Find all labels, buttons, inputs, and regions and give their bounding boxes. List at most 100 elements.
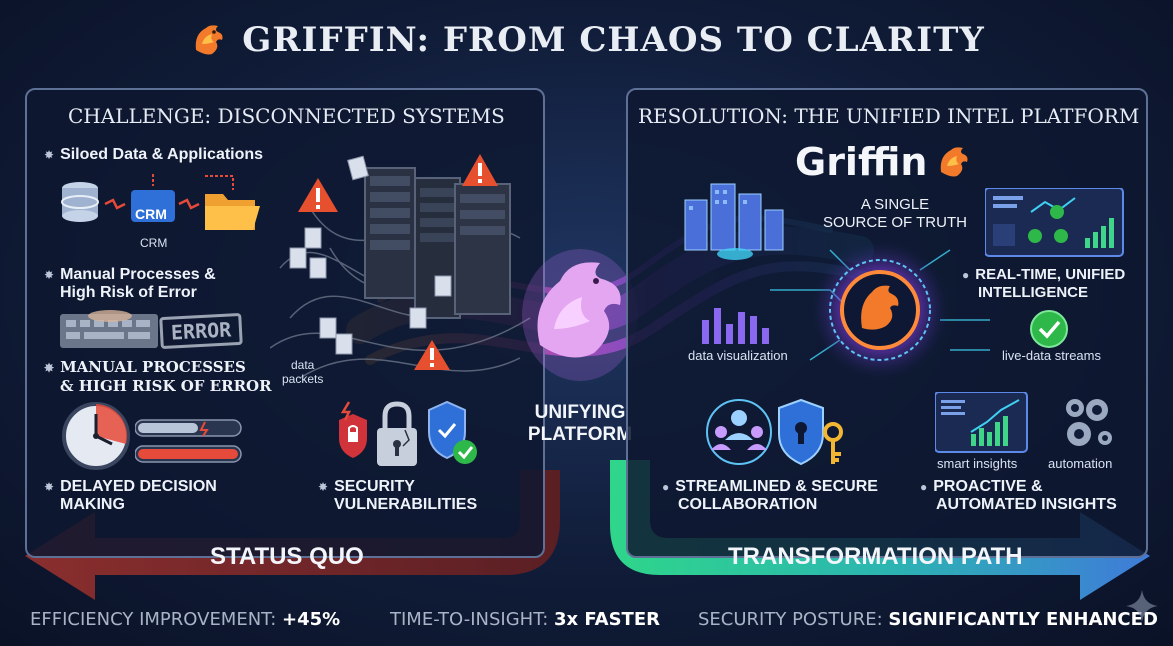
folder-icon	[205, 194, 260, 230]
shield-icon	[428, 400, 466, 460]
bullet-icon: ●	[962, 268, 970, 282]
lightning-icon	[340, 401, 352, 421]
security-value: SIGNIFICANTLY ENHANCED	[888, 609, 1158, 630]
server-rack-icon	[364, 167, 416, 299]
bar-chart-icon	[702, 308, 769, 344]
delayed-line-2: MAKING	[60, 496, 125, 513]
data-center-illustration	[684, 183, 784, 260]
manual-caps-line-2: & HIGH RISK OF ERROR	[60, 377, 272, 395]
siloed-data-text: Siloed Data & Applications	[60, 146, 264, 163]
check-icon	[1050, 205, 1064, 219]
database-icon	[61, 182, 99, 222]
clock-icon	[62, 402, 130, 470]
document-icon	[289, 155, 452, 355]
unifying-line-2: PLATFORM	[527, 424, 633, 445]
efficiency-label: EFFICIENCY IMPROVEMENT:	[30, 609, 277, 630]
time-to-insight-metric: TIME-TO-INSIGHT: 3x FASTER	[390, 609, 660, 630]
team-icon	[706, 399, 772, 465]
crm-badge-text: CRM	[135, 206, 167, 222]
griffin-hub	[770, 240, 990, 380]
delayed-line-1: DELAYED DECISION	[60, 478, 217, 495]
lock-icon	[377, 401, 417, 466]
bullet-icon: ✸	[44, 361, 55, 375]
server-rack-icon	[454, 183, 511, 315]
real-time-label: ● REAL-TIME, UNIFIED INTELLIGENCE	[962, 266, 1125, 302]
dashboard-icon	[985, 188, 1124, 257]
smart-insights-icon	[935, 392, 1028, 453]
bullet-icon: ✸	[44, 268, 55, 282]
manual-line-1: Manual Processes &	[60, 266, 216, 283]
proactive-line-2: AUTOMATED INSIGHTS	[936, 496, 1117, 513]
delay-progress-bars	[135, 419, 242, 463]
check-icon	[453, 440, 477, 464]
shield-icon	[778, 398, 824, 466]
sparkle-icon	[1126, 590, 1158, 622]
resolution-heading: RESOLUTION: THE UNIFIED INTEL PLATFORM	[638, 104, 1140, 128]
bullet-icon: ✸	[318, 480, 329, 494]
streamlined-line-2: COLLABORATION	[678, 496, 818, 513]
bullet-icon: ✸	[44, 148, 55, 162]
challenge-heading: CHALLENGE: DISCONNECTED SYSTEMS	[68, 104, 505, 128]
streamlined-line-1: STREAMLINED & SECURE	[675, 478, 878, 495]
griffin-logo-icon	[941, 147, 968, 177]
error-stamp-text: ERROR	[170, 317, 232, 345]
broken-link-icon	[104, 198, 126, 210]
live-data-streams-label: live-data streams	[1002, 348, 1101, 363]
check-icon	[1054, 229, 1068, 243]
bullet-icon: ●	[920, 480, 928, 494]
key-icon	[823, 422, 843, 464]
data-packets-label: data packets	[282, 358, 323, 386]
check-icon	[1028, 229, 1042, 243]
security-line-2: VULNERABILITIES	[334, 496, 478, 513]
manual-caps-line-1: MANUAL PROCESSES	[60, 358, 246, 376]
warning-icon	[414, 340, 450, 370]
smart-insights-label: smart insights	[937, 456, 1018, 471]
realtime-line-1: REAL-TIME, UNIFIED	[975, 266, 1126, 283]
gear-icon	[1066, 399, 1112, 446]
warning-icon	[462, 154, 498, 186]
server-chaos-illustration	[270, 154, 531, 379]
griffin-brand: Griffin	[795, 140, 973, 184]
security-posture-metric: SECURITY POSTURE: SIGNIFICANTLY ENHANCED	[698, 609, 1158, 630]
siloed-data-label: ✸ Siloed Data & Applications	[44, 146, 263, 164]
manual-line-2: High Risk of Error	[60, 284, 197, 301]
griffin-logo-icon	[195, 25, 223, 55]
security-label: SECURITY POSTURE:	[698, 609, 883, 630]
unifying-platform-label: UNIFYING PLATFORM	[520, 402, 640, 446]
sst-line-2: SOURCE OF TRUTH	[823, 214, 967, 231]
server-rack-icon	[414, 177, 461, 319]
streamlined-collaboration-label: ●STREAMLINED & SECURE COLLABORATION	[662, 478, 878, 514]
manual-processes-caps-label: ✸ MANUAL PROCESSES & HIGH RISK OF ERROR	[44, 358, 272, 395]
title-text: GRIFFIN: FROM CHAOS TO CLARITY	[242, 20, 985, 60]
data-packets-line-2: packets	[282, 372, 324, 386]
transformation-path-label: TRANSFORMATION PATH	[728, 543, 1023, 570]
data-packets-line-1: data	[291, 358, 315, 372]
siloed-systems-illustration	[61, 174, 260, 230]
efficiency-metric: EFFICIENCY IMPROVEMENT: +45%	[30, 609, 340, 630]
check-icon	[1030, 310, 1068, 348]
metrics-bar: EFFICIENCY IMPROVEMENT: +45% TIME-TO-INS…	[0, 605, 1173, 637]
status-quo-label: STATUS QUO	[210, 543, 364, 570]
error-stamp: ERROR	[159, 312, 243, 350]
griffin-mascot-icon	[522, 249, 638, 381]
sst-line-1: A SINGLE	[860, 196, 930, 213]
security-vulnerabilities-label: ✸ SECURITY VULNERABILITIES	[318, 478, 477, 514]
efficiency-value: +45%	[282, 609, 341, 630]
transformation-arrow	[610, 460, 1150, 600]
time-value: 3x FASTER	[554, 609, 660, 630]
security-icons	[339, 400, 477, 466]
crm-icon	[131, 190, 175, 222]
proactive-line-1: PROACTIVE &	[933, 478, 1043, 495]
manual-processes-label: ✸ Manual Processes & High Risk of Error	[44, 266, 216, 302]
delayed-decision-label: ✸DELAYED DECISION MAKING	[44, 478, 217, 514]
collaboration-icons	[706, 398, 843, 466]
status-quo-arrow	[25, 470, 560, 600]
broken-link-icon	[178, 198, 200, 210]
crm-caption: CRM	[140, 236, 168, 250]
security-line-1: SECURITY	[334, 478, 415, 495]
warning-icon	[298, 178, 338, 212]
time-label: TIME-TO-INSIGHT:	[390, 609, 549, 630]
page-title: GRIFFIN: FROM CHAOS TO CLARITY	[0, 14, 1173, 66]
realtime-line-2: INTELLIGENCE	[978, 284, 1089, 301]
shield-icon	[339, 414, 367, 458]
